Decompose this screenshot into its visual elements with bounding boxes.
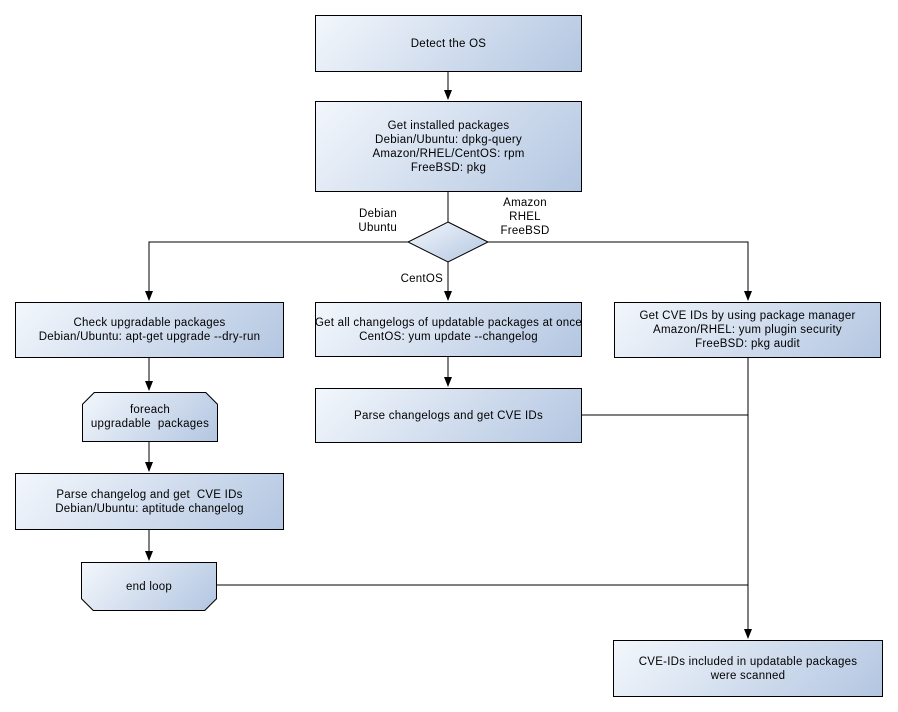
node-result-line1: CVE-IDs included in updatable packages — [638, 655, 858, 668]
node-end-loop: end loop — [81, 562, 217, 611]
edge-label-freebsd: FreeBSD — [500, 225, 550, 237]
node-get-cve-ids-pkg-manager: Get CVE IDs by using package manager Ama… — [614, 302, 881, 358]
node-foreach-loop-start: foreach upgradable packages — [82, 392, 218, 442]
node-detect-os-text: Detect the OS — [410, 37, 487, 50]
node-get-cve-ids-line3: FreeBSD: pkg audit — [695, 338, 800, 350]
edge-label-amazon-rhel-freebsd: Amazon RHEL FreeBSD — [488, 196, 562, 238]
edge-label-debian-ubuntu: Debian Ubuntu — [337, 207, 397, 235]
node-detect-os: Detect the OS — [315, 15, 582, 72]
node-parse-changelogs-text: Parse changelogs and get CVE IDs — [354, 409, 543, 422]
node-check-upgradable-line2: Debian/Ubuntu: apt-get upgrade --dry-run — [38, 331, 261, 343]
node-parse-changelog-line1: Parse changelog and get CVE IDs — [56, 488, 243, 501]
node-get-cve-ids-line2: Amazon/RHEL: yum plugin security — [653, 324, 842, 336]
node-parse-changelogs-centos: Parse changelogs and get CVE IDs — [315, 388, 582, 443]
node-result-scanned: CVE-IDs included in updatable packages w… — [613, 640, 883, 697]
node-get-installed-line4: FreeBSD: pkg — [410, 161, 487, 174]
edge-label-ubuntu: Ubuntu — [358, 222, 397, 234]
edge-label-rhel: RHEL — [509, 211, 541, 223]
edge-label-debian: Debian — [359, 208, 397, 220]
node-result-line2: were scanned — [710, 669, 786, 682]
node-get-installed-line3: Amazon/RHEL/CentOS: rpm — [372, 147, 525, 160]
node-check-upgradable-packages: Check upgradable packages Debian/Ubuntu:… — [15, 302, 284, 358]
node-get-all-changelogs: Get all changelogs of updatable packages… — [315, 302, 582, 357]
node-get-all-changelogs-line1: Get all changelogs of updatable packages… — [314, 316, 583, 329]
foreach-shape-fill — [83, 393, 217, 441]
node-get-installed-line1: Get installed packages — [387, 119, 510, 132]
edge-label-centos-text: CentOS — [400, 273, 443, 285]
edge-label-centos: CentOS — [385, 272, 443, 286]
edge-decision-debian-branch — [145, 241, 408, 301]
node-get-cve-ids-line1: Get CVE IDs by using package manager — [639, 310, 856, 322]
endloop-shape-fill — [82, 563, 216, 610]
node-get-all-changelogs-line2: CentOS: yum update --changelog — [359, 330, 538, 343]
node-parse-changelog-line2: Debian/Ubuntu: aptitude changelog — [55, 502, 244, 515]
node-get-installed-packages: Get installed packages Debian/Ubuntu: dp… — [315, 101, 582, 192]
node-parse-changelog-debian: Parse changelog and get CVE IDs Debian/U… — [15, 473, 284, 530]
node-end-loop-text: end loop — [125, 580, 173, 593]
decision-diamond — [406, 221, 490, 263]
node-get-installed-line2: Debian/Ubuntu: dpkg-query — [375, 133, 522, 146]
node-foreach-line2: upgradable packages — [90, 418, 210, 430]
node-check-upgradable-line1: Check upgradable packages — [73, 317, 226, 329]
node-foreach-line1: foreach — [129, 404, 171, 416]
edge-decision-amazon-branch — [488, 241, 752, 301]
edge-label-amazon: Amazon — [503, 197, 547, 209]
